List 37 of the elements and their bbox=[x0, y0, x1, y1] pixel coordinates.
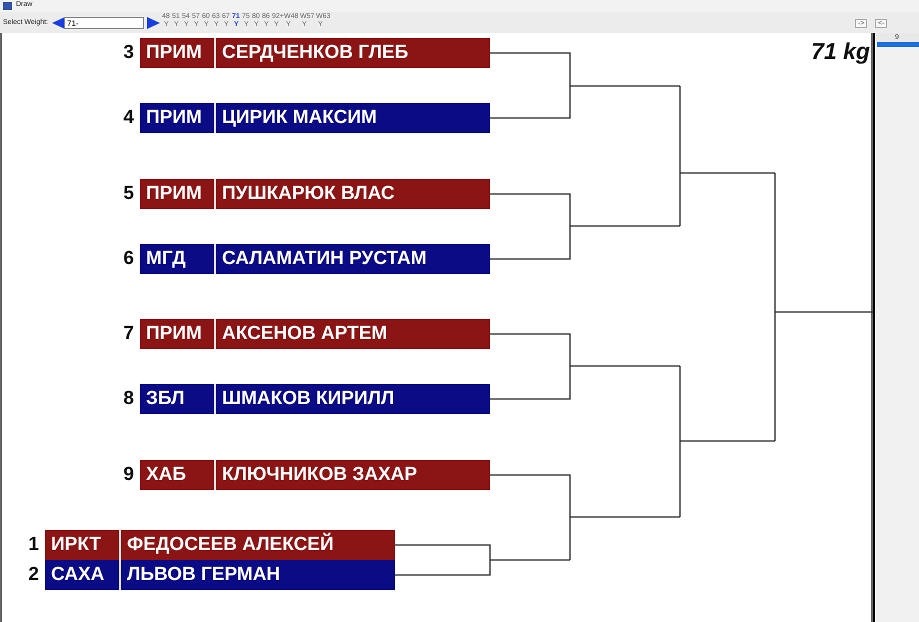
seed-number: 6 bbox=[122, 247, 134, 271]
competitor-bar bbox=[140, 38, 490, 68]
competitor-name: ЛЬВОВ ГЕРМАН bbox=[126, 563, 280, 587]
competitor-name: ПУШКАРЮК ВЛАС bbox=[221, 182, 395, 206]
region-code: ПРИМ bbox=[140, 319, 216, 349]
seed-number: 7 bbox=[122, 322, 134, 346]
weight-heading: 71 kg bbox=[810, 38, 870, 65]
seed-number: 8 bbox=[122, 387, 134, 411]
competitor-name: ШМАКОВ КИРИЛЛ bbox=[221, 387, 394, 411]
competitor-bar bbox=[140, 244, 490, 274]
competitor-name: АКСЕНОВ АРТЕМ bbox=[221, 322, 388, 346]
competitor-bar bbox=[45, 560, 395, 590]
region-code: ПРИМ bbox=[140, 179, 216, 209]
seed-number: 3 bbox=[122, 41, 134, 65]
seed-number: 5 bbox=[122, 182, 134, 206]
competitor-bar bbox=[45, 530, 395, 560]
competitor-bar bbox=[140, 103, 490, 133]
competitor-name: ФЕДОСЕЕВ АЛЕКСЕЙ bbox=[126, 532, 334, 557]
region-code: МГД bbox=[140, 244, 216, 274]
competitor-name: ЦИРИК МАКСИМ bbox=[221, 106, 377, 130]
region-code: ЗБЛ bbox=[140, 384, 216, 414]
region-code: САХА bbox=[45, 560, 121, 590]
competitor-name: СЕРДЧЕНКОВ ГЛЕБ bbox=[221, 41, 408, 65]
competitor-name: САЛАМАТИН РУСТАМ bbox=[221, 247, 427, 271]
seed-number: 1 bbox=[27, 533, 39, 557]
select-field: 71- bbox=[64, 17, 144, 29]
competitor-bar bbox=[140, 384, 490, 414]
seed-number: 9 bbox=[122, 463, 134, 487]
competitor-bar bbox=[140, 179, 490, 209]
region-code: ХАБ bbox=[140, 460, 216, 490]
competitor-bar bbox=[140, 319, 490, 349]
seed-number: 2 bbox=[27, 563, 39, 587]
competitor-name: КЛЮЧНИКОВ ЗАХАР bbox=[221, 463, 418, 487]
seed-number: 4 bbox=[122, 106, 134, 130]
competitor-bar bbox=[140, 460, 490, 490]
region-code: ПРИМ bbox=[140, 38, 216, 68]
region-code: ПРИМ bbox=[140, 103, 216, 133]
